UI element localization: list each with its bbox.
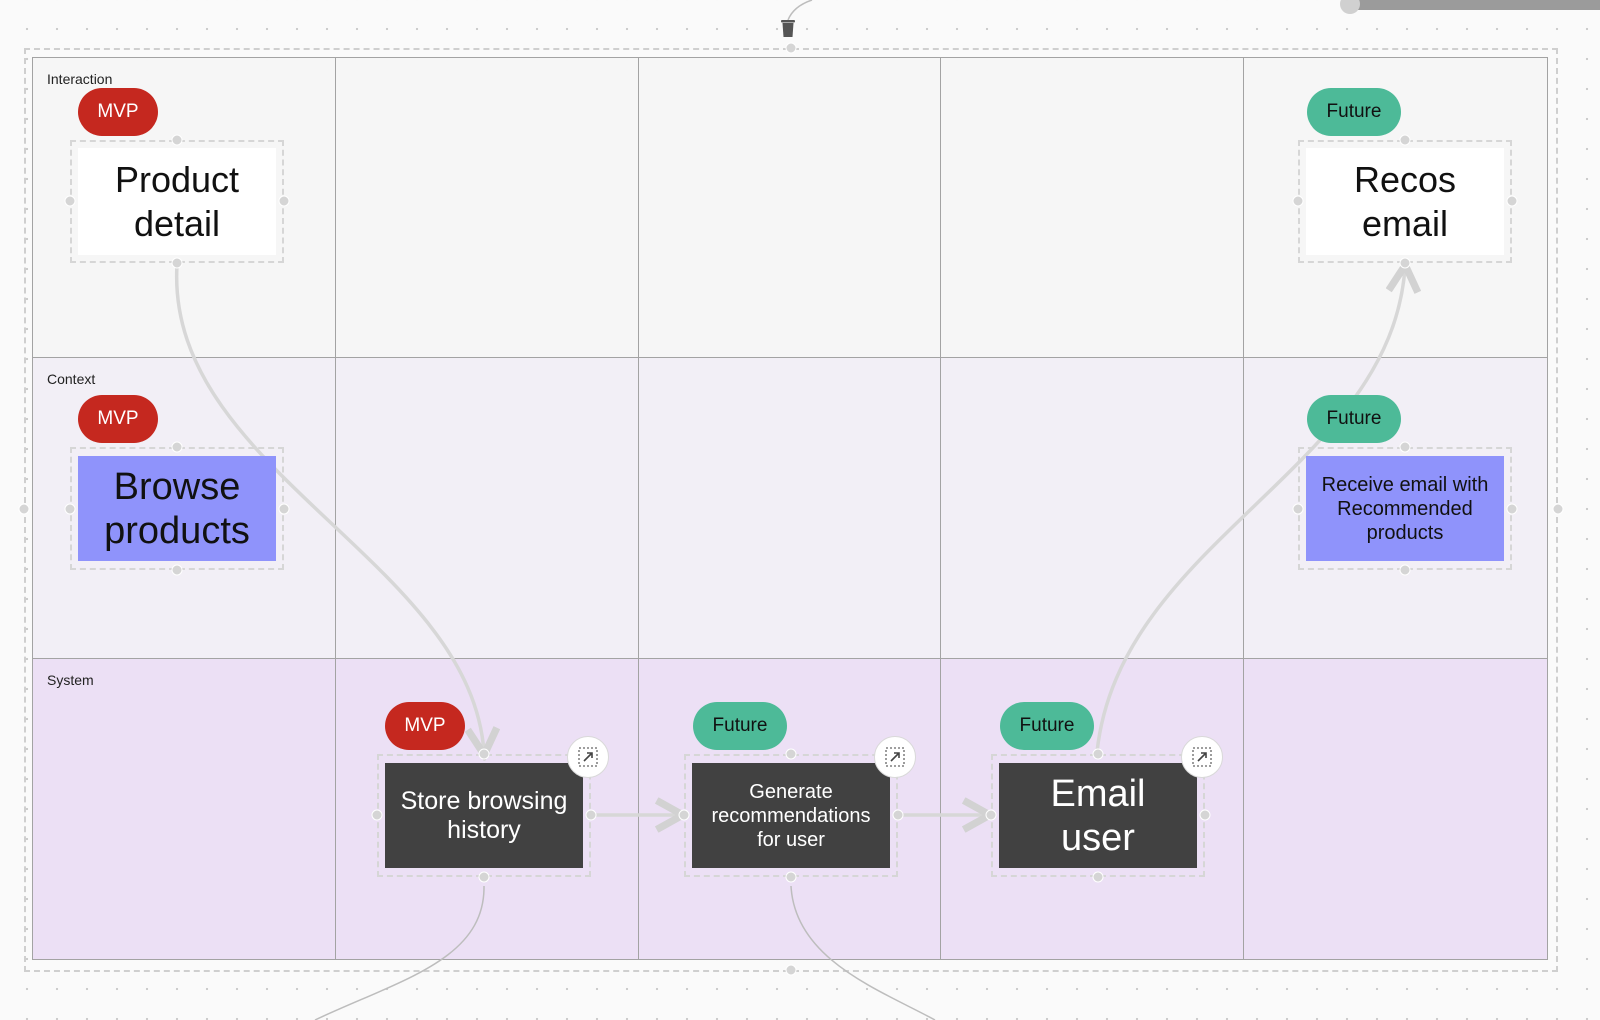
frame-handle-right[interactable] [1552, 503, 1564, 515]
row-label-interaction: Interaction [47, 71, 113, 87]
card-line: recommendations [711, 804, 871, 827]
generate-recommendations-card[interactable]: Generate recommendations for user [692, 763, 890, 868]
card-handle-left[interactable] [678, 809, 690, 821]
card-handle-right[interactable] [1199, 809, 1211, 821]
card-line: Product [114, 158, 240, 200]
future-tag[interactable]: Future [693, 702, 787, 750]
card-handle-right[interactable] [892, 809, 904, 821]
frame-handle-bottom[interactable] [785, 964, 797, 976]
trash-icon[interactable] [780, 18, 796, 43]
card-line: products [1366, 521, 1444, 544]
card-handle-right[interactable] [278, 195, 290, 207]
top-scroll-knob[interactable] [1340, 0, 1360, 14]
card-handle-right[interactable] [585, 809, 597, 821]
card-line: Browse [113, 465, 241, 508]
email-user-card[interactable]: Email user [999, 763, 1197, 868]
card-handle-left[interactable] [371, 809, 383, 821]
grid-cell [941, 358, 1245, 659]
grid-cell: System [33, 658, 336, 959]
card-line: user [1061, 816, 1135, 859]
card-line: history [447, 815, 521, 844]
card-handle-left[interactable] [985, 809, 997, 821]
frame-handle-left[interactable] [18, 503, 30, 515]
card-handle-top[interactable] [171, 134, 183, 146]
grid-cell [638, 58, 942, 359]
grid-cell [335, 358, 639, 659]
expand-icon[interactable] [567, 736, 609, 778]
card-handle-left[interactable] [1292, 503, 1304, 515]
expand-icon[interactable] [874, 736, 916, 778]
future-tag[interactable]: Future [1000, 702, 1094, 750]
card-line: detail [133, 202, 221, 244]
mvp-tag[interactable]: MVP [78, 88, 158, 136]
grid-cell [941, 58, 1245, 359]
card-handle-right[interactable] [278, 503, 290, 515]
store-browsing-history-card[interactable]: Store browsing history [385, 763, 583, 868]
card-handle-top[interactable] [478, 748, 490, 760]
card-handle-bottom[interactable] [785, 871, 797, 883]
card-handle-bottom[interactable] [171, 564, 183, 576]
card-line: Email [1050, 772, 1146, 815]
card-line: email [1361, 202, 1448, 244]
row-label-system: System [47, 671, 94, 688]
grid-cell [638, 358, 942, 659]
card-handle-left[interactable] [1292, 195, 1304, 207]
card-line: Recommended [1337, 497, 1473, 520]
card-line: Receive email with [1321, 473, 1489, 496]
frame-handle-top[interactable] [785, 42, 797, 54]
top-scrollbar[interactable] [1350, 0, 1600, 10]
browse-products-card[interactable]: Browse products [78, 456, 276, 561]
card-handle-left[interactable] [64, 503, 76, 515]
card-line: products [104, 509, 250, 552]
card-handle-right[interactable] [1506, 195, 1518, 207]
grid-cell [335, 58, 639, 359]
card-handle-top[interactable] [1092, 748, 1104, 760]
future-tag[interactable]: Future [1307, 88, 1401, 136]
card-line: Generate [749, 780, 833, 803]
card-handle-top[interactable] [785, 748, 797, 760]
expand-icon[interactable] [1181, 736, 1223, 778]
card-handle-bottom[interactable] [1092, 871, 1104, 883]
row-label-context: Context [47, 371, 96, 388]
card-handle-bottom[interactable] [171, 257, 183, 269]
card-line: Store browsing [400, 786, 568, 815]
card-handle-left[interactable] [64, 195, 76, 207]
card-handle-top[interactable] [171, 441, 183, 453]
card-line: for user [757, 828, 825, 851]
card-handle-bottom[interactable] [1399, 257, 1411, 269]
card-line: Recos [1353, 158, 1457, 200]
product-detail-card[interactable]: Product detail [78, 148, 276, 255]
card-handle-bottom[interactable] [478, 871, 490, 883]
mvp-tag[interactable]: MVP [385, 702, 465, 750]
mvp-tag[interactable]: MVP [78, 395, 158, 443]
card-handle-right[interactable] [1506, 503, 1518, 515]
recos-email-card[interactable]: Recos email [1306, 148, 1504, 255]
receive-email-card[interactable]: Receive email with Recommended products [1306, 456, 1504, 561]
future-tag[interactable]: Future [1307, 395, 1401, 443]
card-handle-top[interactable] [1399, 134, 1411, 146]
card-handle-bottom[interactable] [1399, 564, 1411, 576]
card-handle-top[interactable] [1399, 441, 1411, 453]
connector-trash-up[interactable] [787, 0, 813, 21]
grid-cell [1244, 658, 1547, 959]
